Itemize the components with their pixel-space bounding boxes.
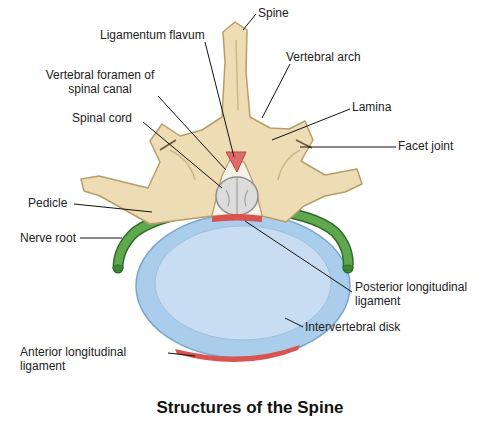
- bone-shading: [170, 40, 300, 180]
- figure-caption: Structures of the Spine: [0, 398, 500, 418]
- nerve-end: [343, 265, 353, 271]
- leader-line: [80, 238, 122, 239]
- posterior-ligament: [212, 214, 262, 222]
- part-label: Intervertebral disk: [305, 320, 425, 334]
- part-label: Nerve root: [20, 231, 90, 245]
- part-label: Vertebral arch: [286, 50, 386, 64]
- part-label: Spinal cord: [72, 111, 152, 125]
- part-label: Posterior longitudinal ligament: [355, 280, 480, 308]
- part-label: Anterior longitudinal ligament: [20, 345, 145, 373]
- leader-line: [262, 64, 290, 118]
- part-label: Spine: [258, 6, 318, 20]
- leader-line: [272, 109, 350, 140]
- leader-line: [285, 318, 303, 327]
- leader-line: [143, 122, 222, 188]
- leader-line: [168, 353, 195, 356]
- disk-annulus: [136, 214, 350, 358]
- leader-line: [158, 96, 226, 170]
- part-label: Pedicle: [28, 196, 88, 210]
- cord-grey-matter: [226, 178, 248, 214]
- ligamentum-flavum: [226, 152, 246, 172]
- leader-line: [243, 14, 256, 30]
- part-label: Ligamentum flavum: [100, 28, 210, 42]
- leader-line: [245, 221, 352, 292]
- disk-nucleus: [155, 226, 331, 340]
- part-label: Lamina: [352, 100, 412, 114]
- leader-line: [300, 147, 396, 148]
- spinal-cord: [216, 177, 258, 215]
- nerve-end: [113, 265, 123, 271]
- leader-line: [205, 42, 234, 157]
- part-label: Facet joint: [398, 139, 488, 153]
- anterior-ligament: [175, 345, 300, 362]
- part-label: Vertebral foramen of spinal canal: [45, 68, 155, 96]
- leader-lines: [74, 14, 396, 356]
- leader-line: [74, 204, 152, 212]
- facet-joint-mark: [160, 140, 312, 150]
